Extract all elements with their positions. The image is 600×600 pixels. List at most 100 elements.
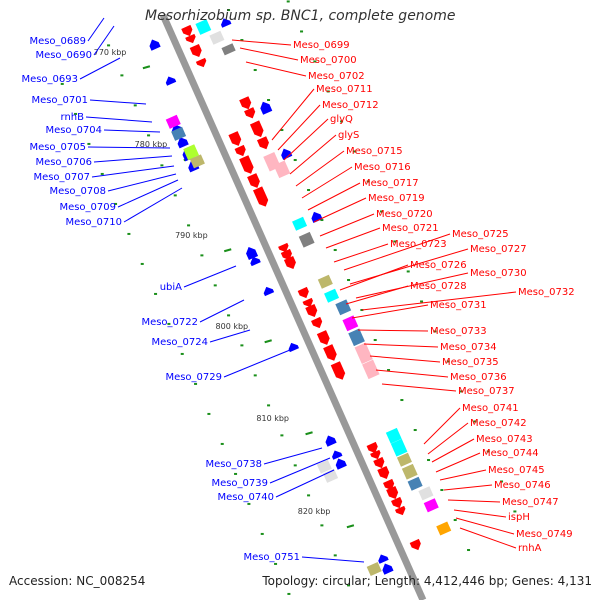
leader-line <box>381 383 457 392</box>
track-dot <box>387 369 391 372</box>
cog-category-block <box>342 315 359 332</box>
gene-label: Meso_0693 <box>21 74 78 85</box>
length-label: Length: <box>374 574 421 588</box>
track-dot <box>194 382 198 385</box>
leader-line <box>369 355 441 363</box>
gene-label: ispH <box>508 512 530 523</box>
topology-label: Topology: <box>262 574 319 588</box>
tick-label: 770 kbp <box>94 48 127 57</box>
gene-label: Meso_0747 <box>502 497 559 508</box>
cog-category-block <box>195 19 212 35</box>
gene-label: Meso_0710 <box>65 217 122 228</box>
cog-category-block <box>348 328 365 347</box>
track-dot <box>453 519 457 522</box>
track-dot <box>406 270 410 273</box>
gene-label: Meso_0732 <box>518 287 575 298</box>
track-dot <box>200 254 204 257</box>
track-dot <box>360 309 364 312</box>
leader-line <box>289 134 337 175</box>
gene-label: Meso_0727 <box>470 244 527 255</box>
leader-line <box>123 187 183 223</box>
forward-gene-arrow <box>247 173 260 188</box>
gene-label: Meso_0738 <box>205 459 262 470</box>
leader-line <box>339 264 409 291</box>
leader-line <box>93 155 173 163</box>
gene-label: Meso_0729 <box>165 372 222 383</box>
leader-line <box>301 556 365 563</box>
track-dot <box>440 489 444 492</box>
forward-gene-arrow <box>239 96 252 110</box>
leader-line <box>103 129 161 133</box>
leader-line <box>375 369 449 378</box>
track-dot <box>427 459 431 462</box>
forward-gene-arrow <box>280 248 292 261</box>
reverse-gene-arrow <box>332 450 343 460</box>
cog-category-block <box>418 486 434 501</box>
leader-line <box>91 165 175 178</box>
gene-label: Meso_0736 <box>450 372 507 383</box>
cog-category-block <box>292 216 308 231</box>
gene-label: glyQ <box>330 114 353 125</box>
leader-line <box>89 99 147 105</box>
leader-line <box>231 39 292 46</box>
track-dot <box>240 344 244 347</box>
leader-line <box>459 527 517 549</box>
leader-line <box>313 197 367 223</box>
cog-category-block <box>401 463 418 480</box>
forward-gene-arrow <box>283 255 296 269</box>
gene-label: Meso_0721 <box>382 223 439 234</box>
leader-line <box>343 233 451 271</box>
track-dot <box>513 510 517 513</box>
gene-label: Meso_0743 <box>476 434 533 445</box>
track-dot <box>280 129 284 132</box>
forward-gene-arrow <box>239 155 254 174</box>
track-dot <box>393 240 397 243</box>
track-dot <box>333 554 337 557</box>
track-dot <box>267 404 271 407</box>
gene-label: Meso_0720 <box>376 209 433 220</box>
track-dot <box>366 180 370 183</box>
leader-line <box>107 173 177 192</box>
track-dot <box>114 202 118 205</box>
track-dot <box>467 549 471 552</box>
forward-gene-arrow <box>409 538 421 551</box>
reverse-gene-arrow <box>335 458 347 470</box>
forward-gene-arrow <box>373 456 385 469</box>
leader-line <box>277 104 321 151</box>
gene-label: Meso_0715 <box>346 146 403 157</box>
leader-line <box>357 329 429 332</box>
gene-label: Meso_0711 <box>316 84 373 95</box>
track-dot <box>240 39 244 42</box>
reverse-gene-arrow <box>165 76 177 86</box>
forward-gene-arrow <box>244 107 256 119</box>
cog-category-block <box>316 459 332 474</box>
track-dot <box>260 532 264 535</box>
track-dot <box>373 339 377 342</box>
label-layer: Meso_0699Meso_0700Meso_0702Meso_0711Meso… <box>21 36 574 563</box>
track-dot <box>500 480 504 483</box>
track-dot <box>60 82 64 85</box>
cog-category-block <box>171 126 187 141</box>
cog-category-block <box>165 114 181 129</box>
track-dot <box>207 412 211 415</box>
track-dot <box>326 90 330 93</box>
gene-label: Meso_0749 <box>516 529 573 540</box>
forward-gene-arrow <box>305 303 318 317</box>
reverse-gene-arrow <box>288 342 300 353</box>
gene-label: Meso_0701 <box>31 95 88 106</box>
track-dot <box>154 292 158 295</box>
reverse-gene-arrow <box>281 148 293 160</box>
forward-gene-arrow <box>316 330 330 345</box>
forward-gene-arrow <box>377 465 390 479</box>
feature-layer <box>149 18 452 577</box>
gene-label: Meso_0735 <box>442 357 499 368</box>
forward-gene-arrow <box>278 242 289 253</box>
track-dot <box>247 502 251 505</box>
backbone-line <box>159 13 427 600</box>
leader-line <box>349 248 469 285</box>
track-dot <box>293 464 297 467</box>
track-dot <box>227 9 231 12</box>
forward-gene-arrow <box>252 186 269 207</box>
track-dot <box>180 352 184 355</box>
